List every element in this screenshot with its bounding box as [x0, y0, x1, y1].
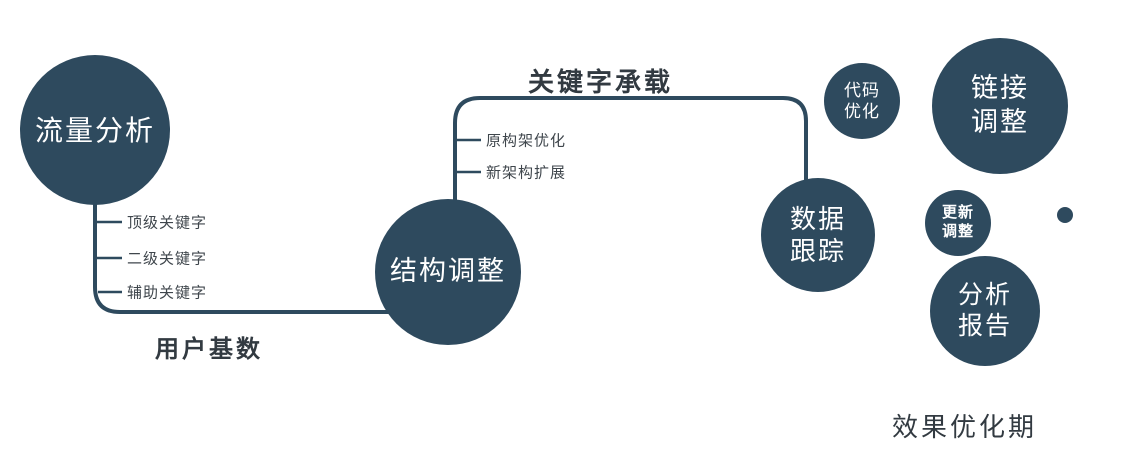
edge-traffic-to-structure — [93, 155, 410, 314]
node-label-line2: 调整 — [941, 223, 974, 240]
node-label-line2: 报告 — [957, 312, 1012, 340]
node-data-tracking: 数据 跟踪 — [761, 178, 875, 292]
node-traffic-analysis: 流量分析 — [20, 55, 170, 205]
node-analysis-report: 分析 报告 — [930, 256, 1040, 366]
node-code-optimization: 代码 优化 — [824, 63, 900, 139]
node-update-adjust: 更新 调整 — [925, 190, 991, 256]
node-link-adjust: 链接 调整 — [932, 38, 1068, 174]
node-label-line1: 链接 — [971, 73, 1029, 104]
node-label-line2: 跟踪 — [789, 236, 846, 266]
branch-label-top-keyword: 顶级关键字 — [127, 214, 208, 232]
node-label-line1: 更新 — [941, 204, 974, 222]
branch-label-new-arch: 新架构扩展 — [486, 164, 567, 182]
node-label-line1: 代码 — [844, 80, 880, 100]
edge-structure-to-tracking — [453, 96, 808, 220]
stage-label-effect-optimization: 效果优化期 — [892, 412, 1038, 442]
node-label-line2: 优化 — [844, 102, 880, 121]
branch-label-original-arch: 原构架优化 — [486, 132, 567, 150]
node-label-line1: 数据 — [789, 203, 846, 234]
node-label: 结构调整 — [390, 256, 506, 287]
node-structure-adjust: 结构调整 — [375, 199, 521, 345]
node-label: 流量分析 — [34, 114, 155, 146]
node-label-line2: 调整 — [971, 107, 1029, 137]
small-dot-marker — [1057, 207, 1073, 223]
node-label-line1: 分析 — [957, 280, 1012, 309]
branch-label-aux-keyword: 辅助关键字 — [127, 284, 208, 302]
edge-label-keyword-carry: 关键字承载 — [528, 67, 674, 97]
branch-label-second-keyword: 二级关键字 — [127, 250, 208, 268]
edge-label-user-base: 用户基数 — [155, 336, 263, 363]
